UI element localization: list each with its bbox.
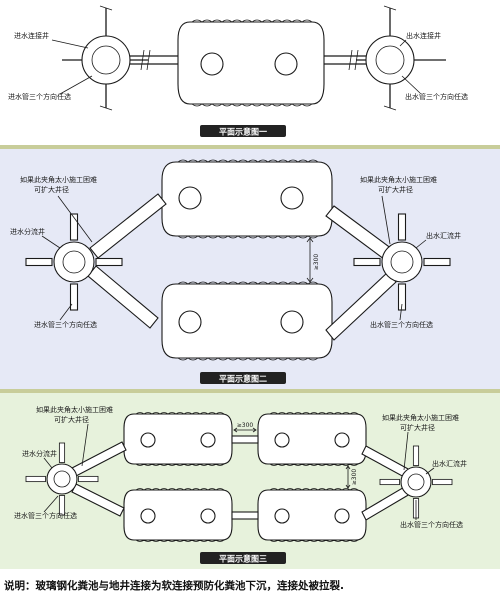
panel-separator — [0, 145, 500, 149]
septic-tank-3-lower-right — [257, 488, 367, 542]
spacing-label: ≥300 — [313, 254, 320, 271]
label-outlet-pipe-direction: 出水管三个方向任选 — [370, 320, 433, 329]
manhole-icon — [200, 508, 216, 524]
panel-2-title: 平面示意图二 — [219, 374, 267, 384]
septic-tank-2-lower — [161, 281, 333, 361]
manhole-icon — [200, 52, 224, 76]
label-angle-note-right-2: 可扩大井径 — [378, 185, 413, 194]
vertical-spacing-dimension: ≥300 — [345, 465, 358, 489]
panel-separator — [0, 389, 500, 393]
horizontal-spacing-dimension: ≥300 — [233, 422, 257, 433]
septic-tank-3-upper-right — [257, 412, 367, 466]
inlet-pipe — [130, 49, 185, 71]
inlet-split-well — [25, 442, 99, 516]
panel-1-title: 平面示意图一 — [219, 127, 267, 137]
panel-3: ≥300 ≥300 如果此夹角太小施工困难 可扩大井径 — [0, 393, 500, 569]
label-angle-note-left-2: 可扩大井径 — [54, 415, 89, 424]
merge-pipes — [325, 205, 397, 341]
label-outlet-merge-well: 出水汇流井 — [432, 459, 467, 468]
label-inlet-connection-well: 进水连接井 — [14, 31, 49, 40]
outlet-connection-well — [356, 5, 446, 111]
inlet-split-well — [25, 213, 123, 311]
label-outlet-connection-well: 出水连接井 — [406, 31, 441, 40]
spacing-label-horizontal: ≥300 — [237, 422, 254, 429]
panel-2: ≥300 如果此夹角太小施工困难 可扩大井径 如果此夹角太小施工困难 可扩大井径 — [0, 149, 500, 389]
manhole-icon — [140, 432, 156, 448]
septic-tank-3-upper-left — [123, 412, 233, 466]
manhole-icon — [274, 432, 290, 448]
septic-tank-1 — [177, 19, 325, 107]
manhole-icon — [140, 508, 156, 524]
panel-1-title-plate: 平面示意图一 — [200, 125, 286, 137]
label-outlet-pipe-direction: 出水管三个方向任选 — [400, 520, 463, 529]
label-outlet-pipe-direction: 出水管三个方向任选 — [405, 92, 468, 101]
label-angle-note-right: 如果此夹角太小施工困难 — [360, 175, 437, 184]
label-angle-note-left: 如果此夹角太小施工困难 — [20, 175, 97, 184]
label-angle-note-left: 如果此夹角太小施工困难 — [36, 405, 113, 414]
manhole-icon — [274, 508, 290, 524]
septic-tank-3-lower-left — [123, 488, 233, 542]
manhole-icon — [334, 508, 350, 524]
label-inlet-split-well: 进水分流井 — [22, 449, 57, 458]
label-inlet-pipe-direction: 进水管三个方向任选 — [14, 511, 77, 520]
septic-tank-2-upper — [161, 159, 333, 239]
manhole-icon — [334, 432, 350, 448]
label-angle-note-right-2: 可扩大井径 — [400, 423, 435, 432]
tank-spacing-dimension: ≥300 — [306, 237, 320, 283]
manhole-icon — [178, 310, 202, 334]
label-angle-note-left-2: 可扩大井径 — [34, 185, 69, 194]
panel-1: 进水连接井 出水连接井 进水管三个方向任选 出水管三个方向任选 平面示意图一 — [0, 0, 500, 145]
outlet-merge-well — [353, 213, 451, 311]
label-inlet-pipe-direction: 进水管三个方向任选 — [34, 320, 97, 329]
manhole-icon — [274, 52, 298, 76]
manhole-icon — [200, 432, 216, 448]
panel-2-title-plate: 平面示意图二 — [200, 372, 286, 384]
footer: 说明：玻璃钢化粪池与地井连接为软连接预防化粪池下沉，连接处被拉裂. — [4, 579, 344, 592]
label-inlet-split-well: 进水分流井 — [10, 227, 45, 236]
manhole-icon — [178, 186, 202, 210]
tank-connector-pipes — [231, 435, 259, 520]
spacing-label-vertical: ≥300 — [351, 469, 358, 486]
outlet-merge-well — [379, 445, 453, 519]
label-angle-note-right: 如果此夹角太小施工困难 — [382, 413, 459, 422]
panel-3-title: 平面示意图三 — [219, 554, 267, 564]
panel-3-title-plate: 平面示意图三 — [200, 552, 286, 564]
label-outlet-merge-well: 出水汇流井 — [426, 231, 461, 240]
manhole-icon — [280, 310, 304, 334]
inlet-connection-well — [62, 5, 148, 111]
manhole-icon — [280, 186, 304, 210]
split-pipes — [87, 193, 167, 329]
label-inlet-pipe-direction: 进水管三个方向任选 — [8, 92, 71, 101]
footer-note: 说明：玻璃钢化粪池与地井连接为软连接预防化粪池下沉，连接处被拉裂. — [4, 579, 344, 592]
